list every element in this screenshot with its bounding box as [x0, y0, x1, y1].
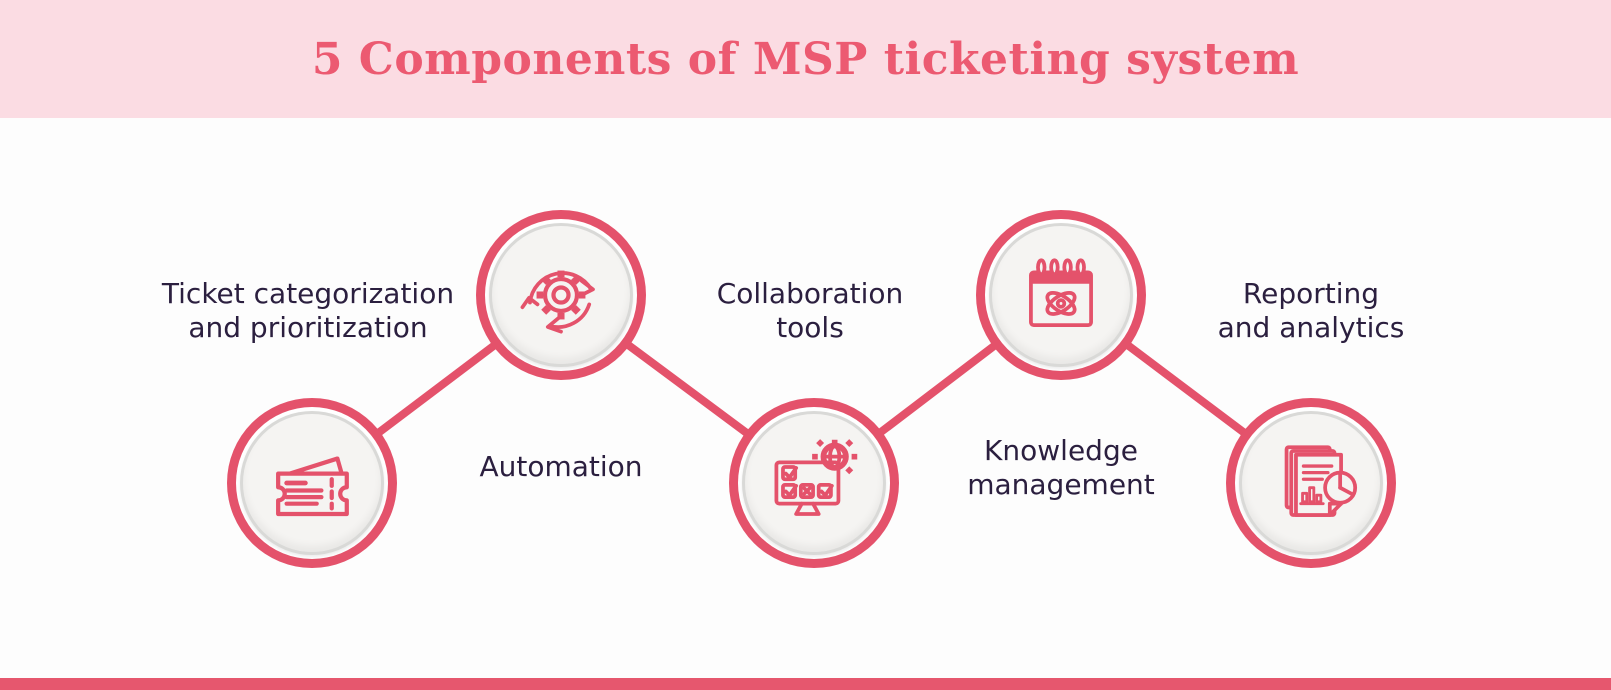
label-line: Knowledge: [984, 433, 1138, 467]
label-knowledge-management: Knowledge management: [967, 434, 1155, 502]
page-title: 5 Components of MSP ticketing system: [311, 33, 1300, 85]
label-line: management: [967, 468, 1155, 501]
node-reporting-analytics: [1226, 398, 1396, 568]
tickets-icon: [276, 456, 349, 517]
node-knowledge-management: [976, 210, 1146, 380]
label-line: Reporting: [1242, 276, 1380, 310]
header-band: 5 Components of MSP ticketing system: [0, 0, 1611, 118]
knowledge-calendar-icon: [1029, 258, 1093, 327]
node-disc: [989, 223, 1133, 367]
label-line: Automation: [479, 449, 643, 483]
node-disc: [742, 411, 886, 555]
node-disc: [489, 223, 633, 367]
node-disc: [1239, 411, 1383, 555]
label-collaboration-tools: Collaboration tools: [717, 277, 904, 345]
label-line: tools: [776, 311, 844, 344]
node-ticket-categorization: [227, 398, 397, 568]
automation-sync-gear-icon: [520, 270, 595, 334]
footer-accent-bar: [0, 678, 1611, 690]
label-line: and prioritization: [188, 311, 428, 344]
node-disc: [240, 411, 384, 555]
label-ticket-categorization: Ticket categorization and prioritization: [162, 277, 454, 345]
node-collaboration-tools: [729, 398, 899, 568]
label-line: and analytics: [1217, 311, 1405, 344]
reporting-documents-icon: [1284, 445, 1358, 517]
label-line: Collaboration: [716, 276, 904, 310]
label-line: Ticket categorization: [161, 276, 455, 310]
label-reporting-analytics: Reporting and analytics: [1218, 277, 1405, 345]
label-automation: Automation: [479, 450, 642, 484]
node-automation: [476, 210, 646, 380]
collaboration-monitor-icon: [774, 439, 858, 516]
